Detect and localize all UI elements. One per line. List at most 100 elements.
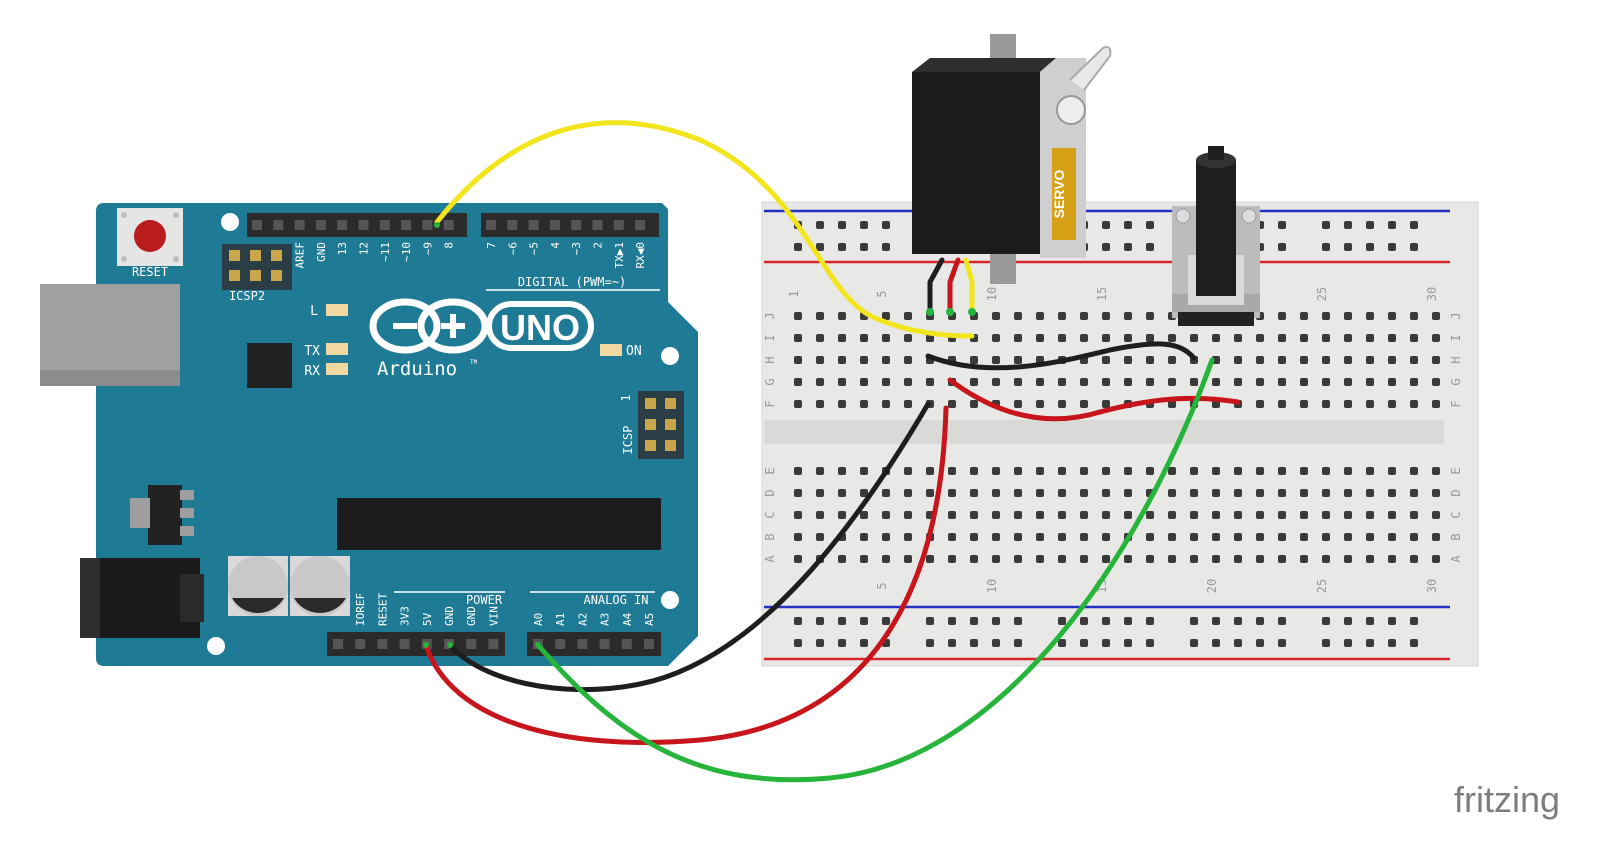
breadboard-hole[interactable] — [816, 511, 824, 519]
header-socket[interactable] — [528, 220, 539, 230]
breadboard-hole[interactable] — [1058, 400, 1066, 408]
breadboard-hole[interactable] — [882, 489, 890, 497]
breadboard-hole[interactable] — [1190, 511, 1198, 519]
breadboard-hole[interactable] — [1344, 334, 1352, 342]
breadboard-hole[interactable] — [1212, 533, 1220, 541]
breadboard-hole[interactable] — [794, 356, 802, 364]
reset-button-cap[interactable] — [134, 220, 166, 252]
rail-hole[interactable] — [860, 243, 868, 251]
breadboard-hole[interactable] — [794, 312, 802, 320]
breadboard-hole[interactable] — [1124, 555, 1132, 563]
breadboard-hole[interactable] — [1344, 467, 1352, 475]
rail-hole[interactable] — [1212, 617, 1220, 625]
breadboard-hole[interactable] — [1036, 489, 1044, 497]
rail-hole[interactable] — [1322, 617, 1330, 625]
breadboard-hole[interactable] — [1322, 467, 1330, 475]
breadboard-hole[interactable] — [1410, 555, 1418, 563]
breadboard-hole[interactable] — [1036, 334, 1044, 342]
header-socket[interactable] — [333, 639, 343, 649]
breadboard-hole[interactable] — [1388, 356, 1396, 364]
breadboard-hole[interactable] — [992, 555, 1000, 563]
rail-hole[interactable] — [1344, 617, 1352, 625]
breadboard-hole[interactable] — [1168, 511, 1176, 519]
breadboard-hole[interactable] — [1410, 533, 1418, 541]
breadboard-hole[interactable] — [992, 489, 1000, 497]
breadboard-hole[interactable] — [1366, 555, 1374, 563]
breadboard-hole[interactable] — [904, 356, 912, 364]
header-socket[interactable] — [379, 220, 390, 230]
rail-hole[interactable] — [1388, 639, 1396, 647]
breadboard-hole[interactable] — [860, 356, 868, 364]
breadboard-hole[interactable] — [882, 378, 890, 386]
breadboard-hole[interactable] — [1278, 511, 1286, 519]
rail-hole[interactable] — [1366, 221, 1374, 229]
breadboard-hole[interactable] — [948, 511, 956, 519]
breadboard-hole[interactable] — [948, 400, 956, 408]
breadboard-hole[interactable] — [1256, 334, 1264, 342]
rail-hole[interactable] — [1322, 639, 1330, 647]
rail-hole[interactable] — [1124, 617, 1132, 625]
breadboard-hole[interactable] — [1190, 334, 1198, 342]
breadboard-hole[interactable] — [1278, 378, 1286, 386]
breadboard-hole[interactable] — [904, 511, 912, 519]
breadboard-hole[interactable] — [860, 378, 868, 386]
breadboard-hole[interactable] — [1168, 400, 1176, 408]
breadboard-hole[interactable] — [1366, 378, 1374, 386]
header-socket[interactable] — [252, 220, 262, 230]
breadboard-hole[interactable] — [904, 467, 912, 475]
breadboard-hole[interactable] — [1080, 400, 1088, 408]
rail-hole[interactable] — [1102, 617, 1110, 625]
breadboard-hole[interactable] — [926, 555, 934, 563]
breadboard-hole[interactable] — [1432, 400, 1440, 408]
breadboard-hole[interactable] — [1080, 312, 1088, 320]
potentiometer-shaft[interactable] — [1196, 160, 1236, 296]
rail-hole[interactable] — [882, 243, 890, 251]
rail-hole[interactable] — [926, 639, 934, 647]
breadboard-hole[interactable] — [1388, 533, 1396, 541]
breadboard-hole[interactable] — [1344, 312, 1352, 320]
breadboard-hole[interactable] — [1014, 400, 1022, 408]
breadboard-hole[interactable] — [794, 400, 802, 408]
breadboard-hole[interactable] — [816, 312, 824, 320]
breadboard-hole[interactable] — [970, 378, 978, 386]
breadboard-hole[interactable] — [1388, 400, 1396, 408]
breadboard-hole[interactable] — [816, 400, 824, 408]
breadboard-hole[interactable] — [1322, 400, 1330, 408]
rail-hole[interactable] — [882, 221, 890, 229]
breadboard-hole[interactable] — [1036, 312, 1044, 320]
breadboard-hole[interactable] — [904, 555, 912, 563]
rail-hole[interactable] — [1344, 639, 1352, 647]
breadboard-hole[interactable] — [816, 533, 824, 541]
rail-hole[interactable] — [1366, 617, 1374, 625]
breadboard-hole[interactable] — [1036, 511, 1044, 519]
breadboard-hole[interactable] — [970, 511, 978, 519]
rail-hole[interactable] — [1146, 617, 1154, 625]
breadboard-hole[interactable] — [948, 467, 956, 475]
rail-hole[interactable] — [1146, 243, 1154, 251]
rail-hole[interactable] — [1366, 243, 1374, 251]
breadboard-hole[interactable] — [1212, 378, 1220, 386]
rail-hole[interactable] — [1410, 243, 1418, 251]
rail-hole[interactable] — [1388, 243, 1396, 251]
breadboard-hole[interactable] — [992, 334, 1000, 342]
breadboard-hole[interactable] — [1014, 489, 1022, 497]
rail-hole[interactable] — [794, 639, 802, 647]
breadboard-hole[interactable] — [992, 511, 1000, 519]
breadboard-hole[interactable] — [860, 467, 868, 475]
breadboard-hole[interactable] — [926, 334, 934, 342]
breadboard-hole[interactable] — [1432, 356, 1440, 364]
breadboard-hole[interactable] — [1146, 467, 1154, 475]
header-socket[interactable] — [488, 639, 499, 649]
breadboard-hole[interactable] — [1322, 312, 1330, 320]
breadboard-hole[interactable] — [882, 533, 890, 541]
breadboard-hole[interactable] — [1278, 555, 1286, 563]
breadboard-hole[interactable] — [1256, 378, 1264, 386]
rail-hole[interactable] — [1322, 221, 1330, 229]
breadboard-hole[interactable] — [1014, 467, 1022, 475]
breadboard-hole[interactable] — [1344, 356, 1352, 364]
breadboard-hole[interactable] — [1410, 378, 1418, 386]
breadboard-hole[interactable] — [794, 334, 802, 342]
rail-hole[interactable] — [1388, 617, 1396, 625]
breadboard-hole[interactable] — [1278, 356, 1286, 364]
rail-hole[interactable] — [1124, 639, 1132, 647]
